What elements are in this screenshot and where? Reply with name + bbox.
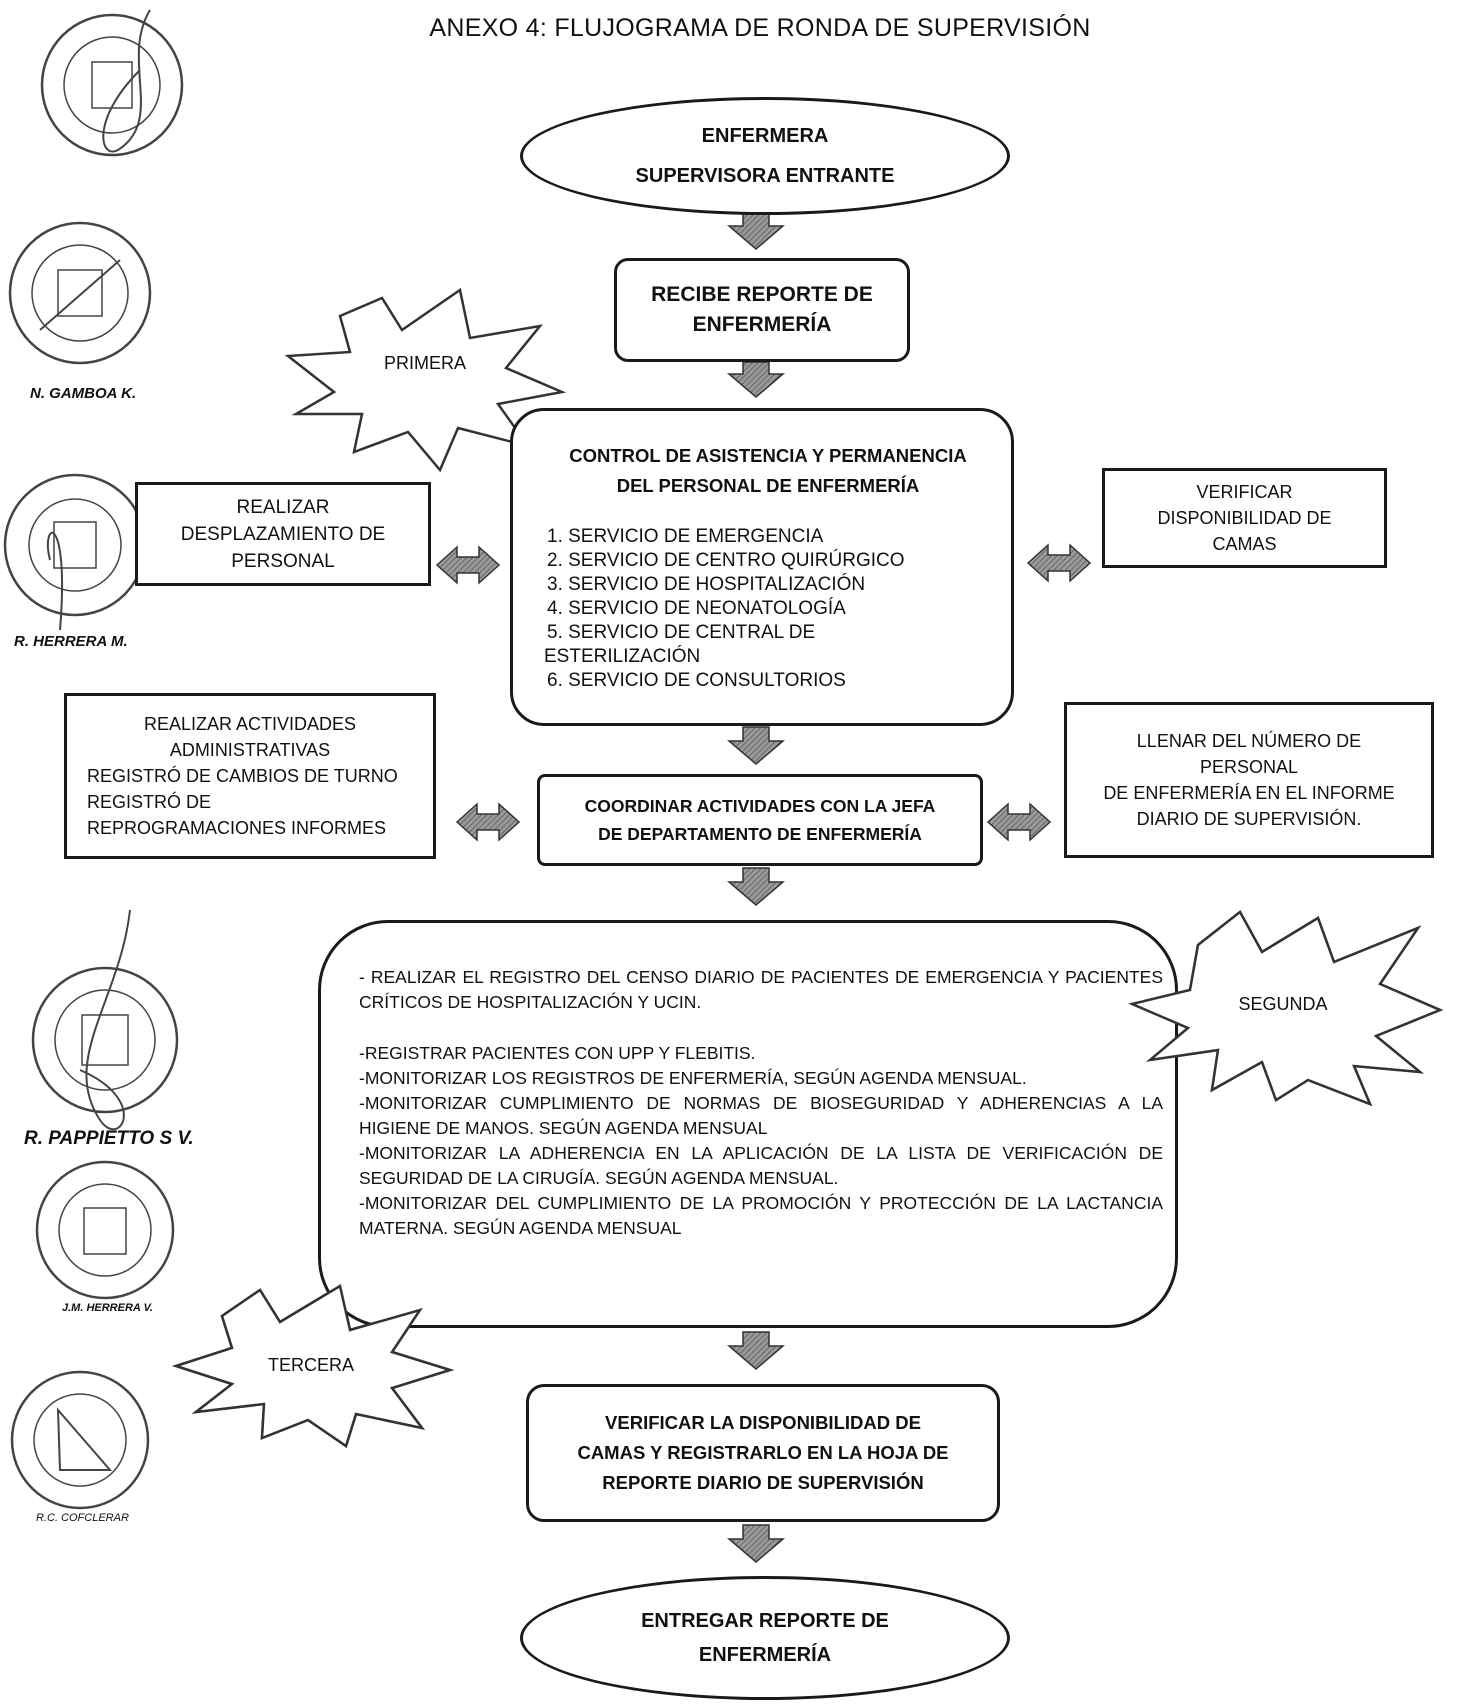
stamp-name-gamboa: N. GAMBOA K. — [30, 385, 137, 402]
control-service-list: 1. SERVICIO DE EMERGENCIA 2. SERVICIO DE… — [544, 525, 989, 693]
start-line2: SUPERVISORA ENTRANTE — [635, 165, 895, 187]
control-title-line1: CONTROL DE ASISTENCIA Y PERMANENCIA — [569, 445, 967, 466]
side-right-beds: VERIFICAR DISPONIBILIDAD DE CAMAS — [1102, 468, 1387, 568]
end-line2: ENFERMERÍA — [698, 1644, 832, 1666]
side-left-1-line: REALIZAR — [236, 496, 330, 518]
side-right-2-line: LLENAR DEL NÚMERO DE — [1136, 731, 1362, 751]
side-right-2-line: PERSONAL — [1199, 757, 1299, 777]
side-right-1-line: CAMAS — [1212, 534, 1277, 554]
burst-label-tercera-overlay: TERCERA — [267, 1355, 354, 1375]
down-arrow-4 — [726, 867, 786, 906]
side-left-2-line: REALIZAR ACTIVIDADES — [143, 714, 357, 734]
side-right-1-line: DISPONIBILIDAD DE — [1157, 508, 1332, 528]
stamp-administracion — [40, 9, 184, 157]
activity-paragraph: -MONITORIZAR LOS REGISTROS DE ENFERMERÍA… — [359, 1068, 1027, 1088]
activity-paragraph: -REGISTRAR PACIENTES CON UPP Y FLEBITIS. — [359, 1043, 756, 1063]
stamp-name-jm-herrera: J.M. HERRERA V. — [62, 1302, 153, 1314]
list-item: 1. SERVICIO DE EMERGENCIA — [547, 526, 824, 547]
start-node: ENFERMERA SUPERVISORA ENTRANTE — [520, 97, 1010, 215]
activity-paragraph: -MONITORIZAR DEL CUMPLIMIENTO DE LA PROM… — [359, 1193, 1163, 1238]
side-left-2-line: REGISTRÓ DE CAMBIOS DE TURNO — [87, 766, 398, 786]
down-arrow-2 — [726, 361, 786, 398]
coordinate-line2: DE DEPARTAMENTO DE ENFERMERÍA — [598, 824, 922, 844]
side-left-2-line: REPROGRAMACIONES INFORMES — [87, 818, 387, 838]
verify-beds-line: VERIFICAR LA DISPONIBILIDAD DE — [605, 1412, 921, 1433]
list-item: 3. SERVICIO DE HOSPITALIZACIÓN — [547, 574, 866, 595]
down-arrow-3 — [726, 726, 786, 765]
side-left-displacement: REALIZAR DESPLAZAMIENTO DE PERSONAL — [135, 482, 431, 586]
control-node: CONTROL DE ASISTENCIA Y PERMANENCIA DEL … — [510, 408, 1014, 726]
side-right-1-line: VERIFICAR — [1196, 482, 1293, 502]
coordinate-node: COORDINAR ACTIVIDADES CON LA JEFA DE DEP… — [537, 774, 983, 866]
double-arrow-right-1 — [1026, 543, 1092, 583]
side-right-2-line: DIARIO DE SUPERVISIÓN. — [1136, 809, 1362, 829]
down-arrow-1 — [726, 211, 786, 250]
stamp-enfermeria — [8, 221, 152, 365]
receive-report-line1: RECIBE REPORTE DE — [651, 283, 873, 306]
activity-paragraph: -MONITORIZAR LA ADHERENCIA EN LA APLICAC… — [359, 1143, 1163, 1188]
control-title-line2: DEL PERSONAL DE ENFERMERÍA — [616, 475, 920, 496]
double-arrow-left-2 — [455, 802, 521, 842]
stamp-name-herrera: R. HERRERA M. — [14, 633, 128, 650]
list-item: 5. SERVICIO DE CENTRAL DE — [547, 622, 816, 643]
list-item: 6. SERVICIO DE CONSULTORIOS — [547, 670, 846, 691]
stamp-name-pappietto: R. PAPPIETTO S V. — [24, 1128, 194, 1149]
receive-report-node: RECIBE REPORTE DE ENFERMERÍA — [614, 258, 910, 362]
side-left-1-line: DESPLAZAMIENTO DE — [180, 523, 386, 545]
double-arrow-left-1 — [435, 545, 501, 585]
coordinate-line1: COORDINAR ACTIVIDADES CON LA JEFA — [584, 796, 936, 816]
activities-node: - REALIZAR EL REGISTRO DEL CENSO DIARIO … — [318, 920, 1178, 1328]
double-arrow-right-2 — [986, 802, 1052, 842]
stamp-name-cofclerar: R.C. COFCLERAR — [36, 1512, 129, 1524]
verify-beds-line: REPORTE DIARIO DE SUPERVISIÓN — [602, 1472, 924, 1493]
down-arrow-6 — [726, 1524, 786, 1563]
stamp-gestion-clinica — [35, 1160, 175, 1300]
stamp-asesoria — [3, 473, 147, 631]
verify-beds-node: VERIFICAR LA DISPONIBILIDAD DE CAMAS Y R… — [526, 1384, 1000, 1522]
down-arrow-5 — [726, 1331, 786, 1370]
page-title: ANEXO 4: FLUJOGRAMA DE RONDA DE SUPERVIS… — [429, 14, 1091, 42]
side-right-2-line: DE ENFERMERÍA EN EL INFORME — [1103, 783, 1395, 803]
end-node: ENTREGAR REPORTE DE ENFERMERÍA — [520, 1576, 1010, 1700]
activity-paragraph: -MONITORIZAR CUMPLIMIENTO DE NORMAS DE B… — [359, 1093, 1163, 1138]
stamp-region-callao — [10, 1370, 150, 1510]
list-item: 2. SERVICIO DE CENTRO QUIRÚRGICO — [547, 550, 905, 571]
start-line1: ENFERMERA — [701, 125, 829, 147]
burst-label-primera: PRIMERA — [383, 353, 466, 373]
end-line1: ENTREGAR REPORTE DE — [641, 1610, 889, 1632]
receive-report-line2: ENFERMERÍA — [692, 313, 832, 336]
list-item: 4. SERVICIO DE NEONATOLOGÍA — [547, 598, 846, 619]
stamp-planeamiento — [31, 909, 179, 1131]
side-left-1-line: PERSONAL — [231, 550, 335, 572]
activity-paragraph: - REALIZAR EL REGISTRO DEL CENSO DIARIO … — [359, 967, 1163, 1012]
burst-label-segunda-overlay: SEGUNDA — [1238, 994, 1328, 1014]
list-item: ESTERILIZACIÓN — [544, 646, 701, 667]
burst-primera — [284, 287, 567, 473]
side-right-report: LLENAR DEL NÚMERO DE PERSONAL DE ENFERME… — [1064, 702, 1434, 858]
verify-beds-line: CAMAS Y REGISTRARLO EN LA HOJA DE — [577, 1442, 949, 1463]
side-left-admin: REALIZAR ACTIVIDADES ADMINISTRATIVAS REG… — [64, 693, 436, 859]
side-left-2-line: ADMINISTRATIVAS — [169, 740, 331, 760]
side-left-2-line: REGISTRÓ DE — [87, 792, 212, 812]
